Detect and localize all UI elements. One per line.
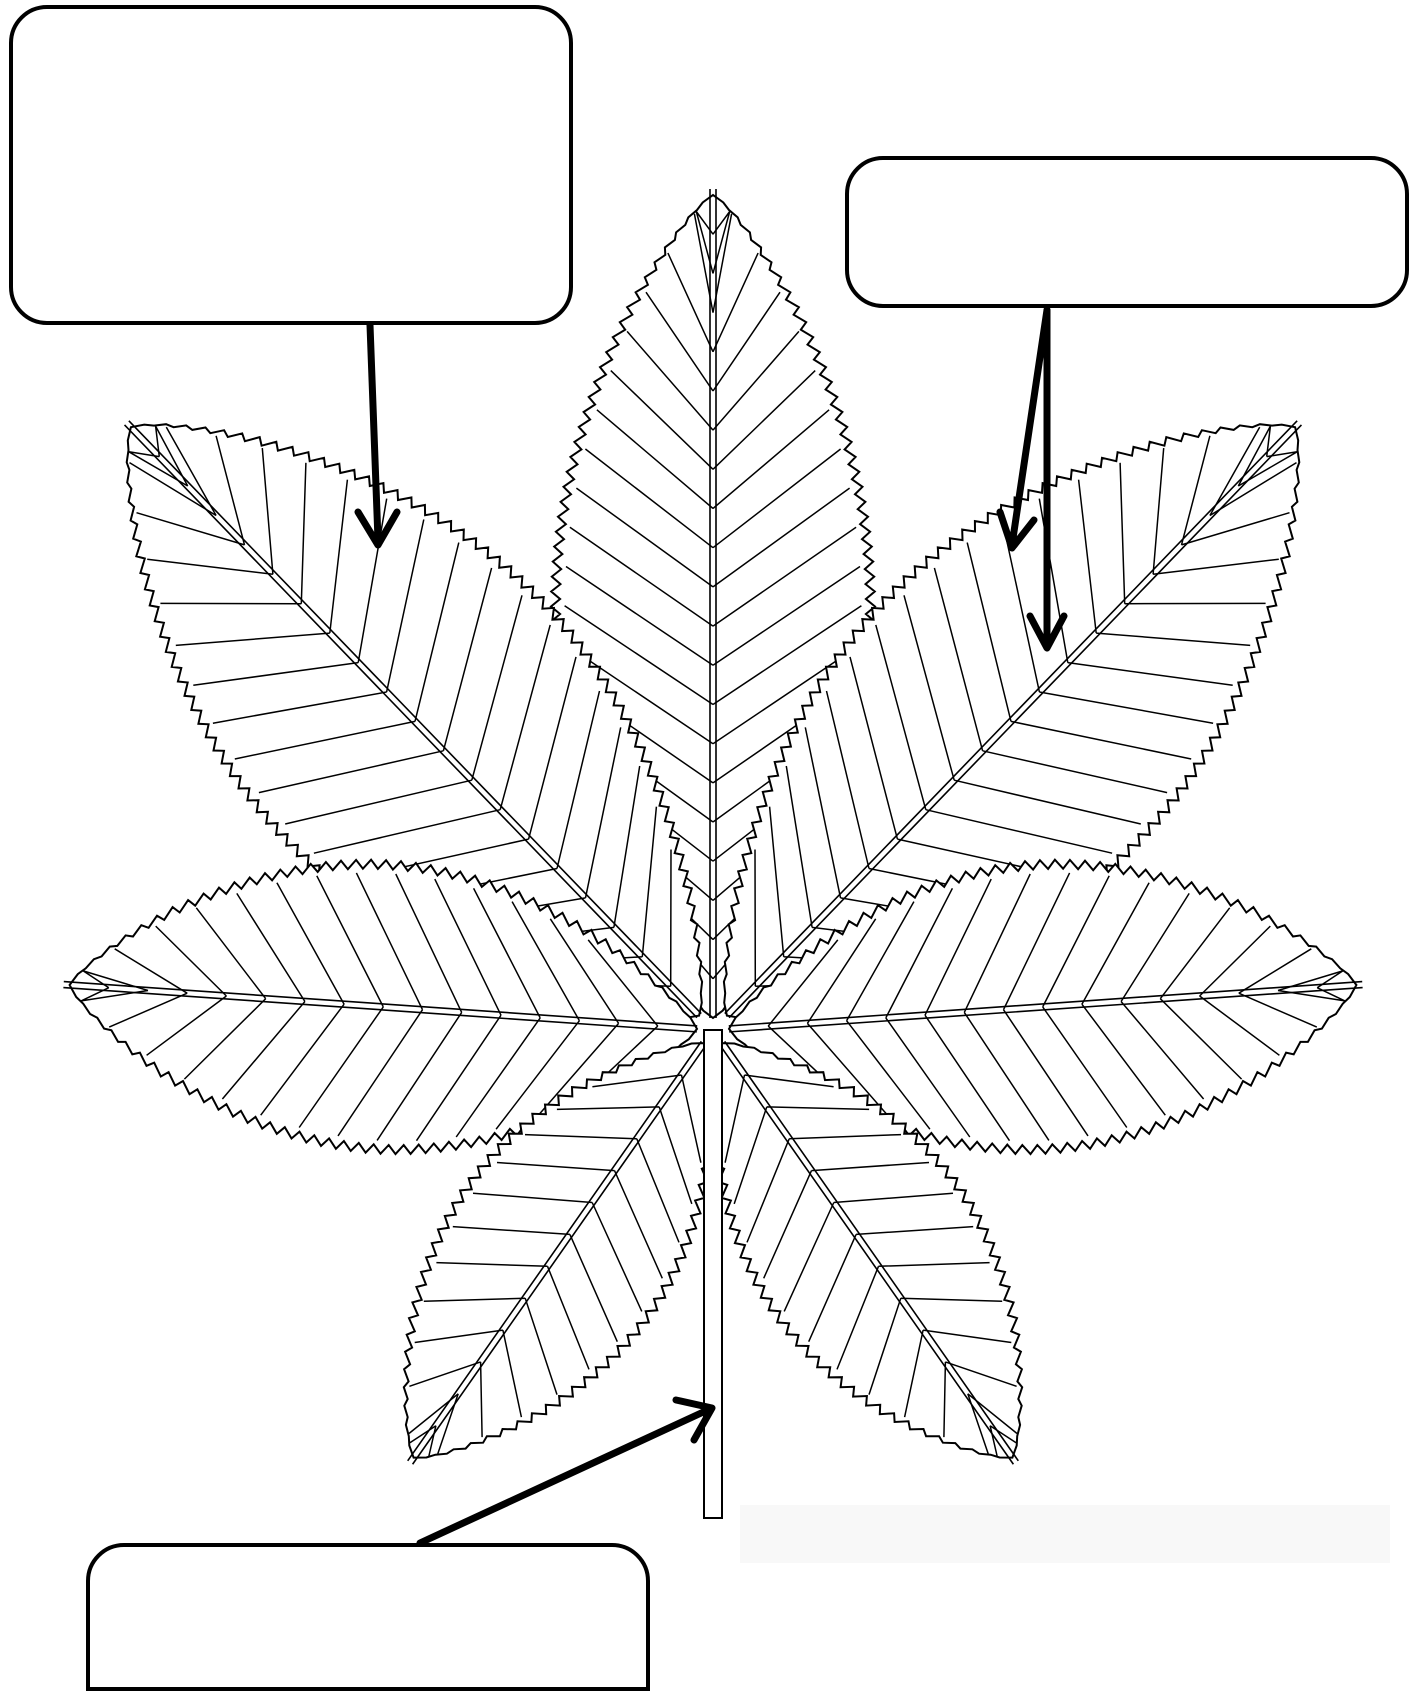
scan-smudge: [740, 1505, 1390, 1563]
petiole: [704, 1030, 722, 1518]
label-box-top-left[interactable]: [9, 5, 573, 325]
label-box-bottom-left[interactable]: [86, 1543, 650, 1691]
label-box-top-right[interactable]: [845, 156, 1409, 308]
